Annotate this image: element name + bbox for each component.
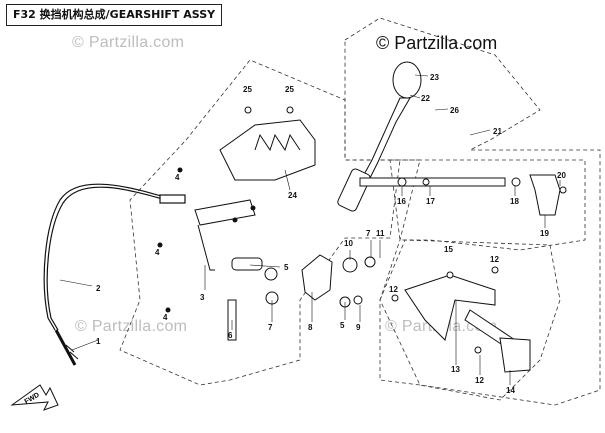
callout-labels: 1 2 3 4 4 4 5 5 6 7 7 8 9 10 11 12 12 12… [96, 73, 566, 395]
shift-lever [337, 61, 422, 212]
outline-shifter-group [344, 17, 601, 406]
shift-cable [43, 183, 186, 366]
spring [342, 257, 358, 273]
callout-4: 4 [155, 248, 160, 257]
gate-slots [254, 133, 301, 152]
linkage-rod [197, 224, 215, 271]
callout-12: 12 [475, 376, 484, 385]
callout-19: 19 [540, 229, 549, 238]
callout-22: 22 [421, 94, 430, 103]
callout-7: 7 [268, 323, 273, 332]
callout-5: 5 [284, 263, 289, 272]
outline-lever-group [119, 59, 401, 386]
callout-18: 18 [510, 197, 519, 206]
callout-24: 24 [288, 191, 297, 200]
callout-10: 10 [344, 239, 353, 248]
hardware-points [157, 167, 256, 313]
callout-4: 4 [163, 313, 168, 322]
callout-21: 21 [493, 127, 502, 136]
watermark: © Partzilla.com [72, 34, 185, 51]
callout-8: 8 [308, 323, 313, 332]
group-outlines [119, 17, 601, 406]
selector-arm [301, 254, 333, 301]
shift-gate [219, 106, 316, 181]
callout-7: 7 [366, 229, 371, 238]
gate-plate [219, 119, 316, 181]
rod-end-bolt [559, 186, 567, 194]
rod-washer [397, 177, 407, 187]
forward-arrow: FWD [10, 384, 59, 411]
bracket-plate [404, 274, 496, 341]
bushing [264, 267, 278, 281]
callout-6: 6 [228, 331, 233, 340]
callout-12: 12 [490, 255, 499, 264]
outline-bracket-group [379, 239, 561, 401]
callout-2: 2 [96, 284, 101, 293]
callout-9: 9 [356, 323, 361, 332]
shift-rod [359, 174, 567, 216]
washer [353, 295, 363, 305]
rod-end-joint [529, 174, 561, 216]
rod-nut [511, 177, 521, 187]
callout-15: 15 [444, 245, 453, 254]
arm-end [499, 337, 531, 373]
callout-3: 3 [200, 293, 205, 302]
collar [364, 256, 376, 268]
callout-25: 25 [243, 85, 252, 94]
rod-pin [422, 178, 430, 186]
callout-26: 26 [450, 106, 459, 115]
callout-5: 5 [340, 321, 345, 330]
diagram-title: F32 换挡机构总成/GEARSHIFT ASSY [6, 4, 223, 26]
gate-bolt [244, 106, 252, 114]
lever-pivot [337, 168, 371, 212]
callout-16: 16 [397, 197, 406, 206]
watermark: © Partzilla.com [75, 318, 188, 335]
callout-1: 1 [96, 337, 101, 346]
callout-25: 25 [285, 85, 294, 94]
callout-11: 11 [376, 229, 385, 238]
linkage-arm [194, 199, 256, 226]
callout-14: 14 [506, 386, 515, 395]
callout-4: 4 [175, 173, 180, 182]
brand-logo: © Partzilla.com [376, 33, 498, 53]
callout-12: 12 [389, 285, 398, 294]
mount-bracket [391, 266, 531, 373]
callout-23: 23 [430, 73, 439, 82]
callout-20: 20 [557, 171, 566, 180]
cable-end-fitting [159, 194, 186, 204]
shift-knob [392, 61, 422, 99]
pivot-shaft [231, 257, 263, 271]
leader-lines [59, 74, 561, 385]
gate-bolt [286, 106, 294, 114]
callout-13: 13 [451, 365, 460, 374]
callout-17: 17 [426, 197, 435, 206]
rod-body [359, 177, 506, 187]
